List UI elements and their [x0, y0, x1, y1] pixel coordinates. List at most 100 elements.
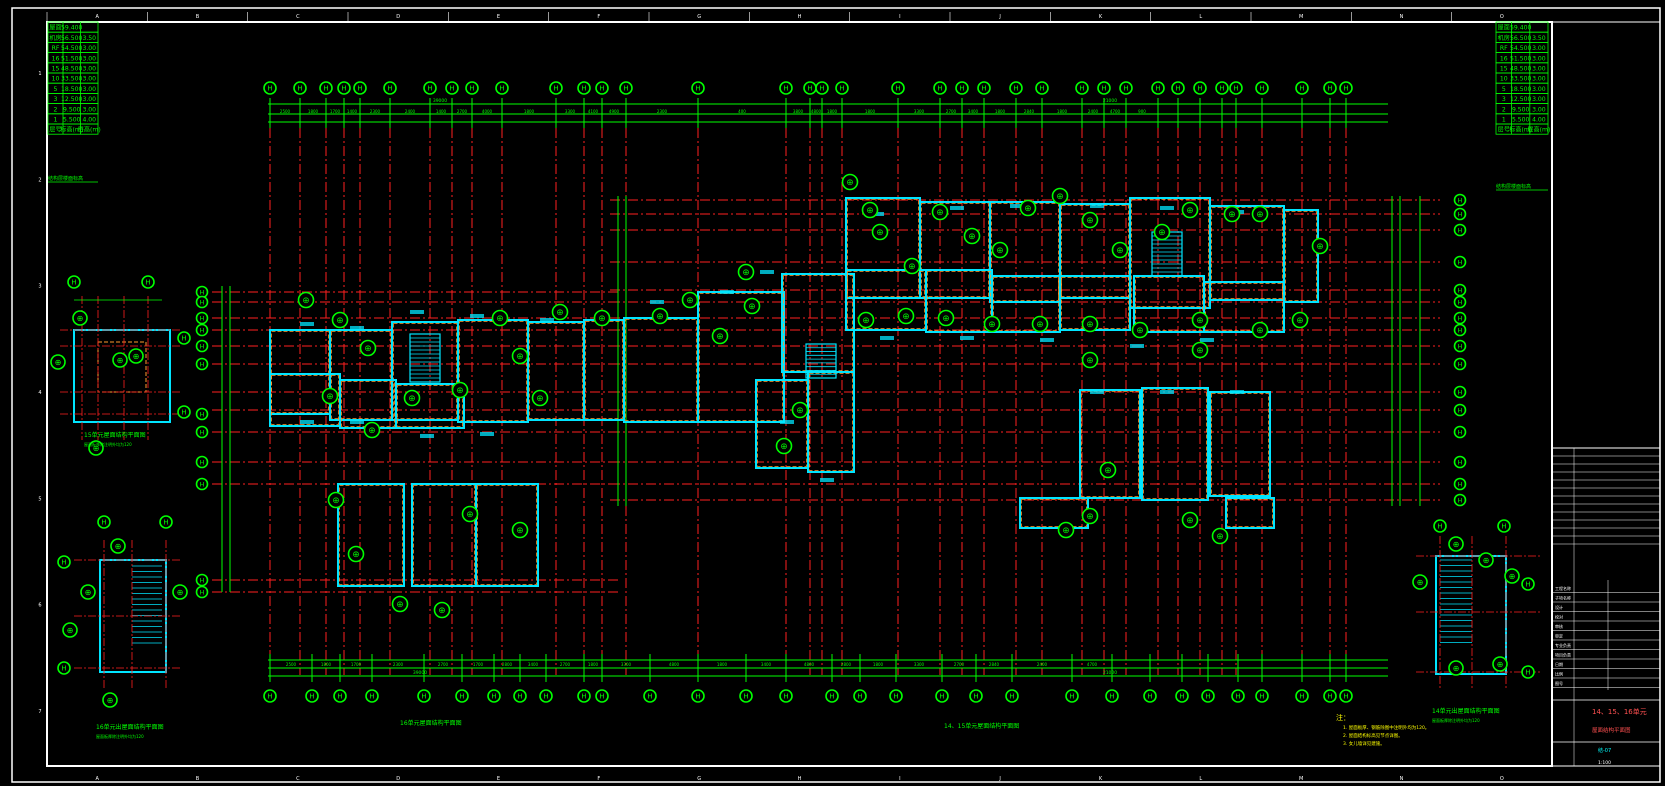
small-plan-section-label: ⊕ [67, 626, 74, 635]
section-marker-label: ⊕ [352, 550, 359, 560]
room-wall [337, 483, 405, 587]
small-plan-bubble [177, 331, 191, 345]
member-label [880, 336, 894, 340]
section-marker-label: ⊕ [326, 392, 333, 402]
small-plan-section [1492, 656, 1508, 672]
ruler-side-number: 6 [38, 603, 41, 609]
section-marker [363, 421, 381, 439]
member-label [350, 420, 364, 424]
table-cell: 4.00 [82, 116, 96, 123]
ruler-top-letter: G [697, 14, 701, 20]
section-marker-label: ⊕ [876, 228, 883, 238]
section-marker [511, 521, 529, 539]
grid-bubble-top-label: H [895, 85, 900, 93]
small-plan-bubble [1497, 519, 1511, 533]
grid-bubble-bottom-label: H [973, 693, 978, 701]
grid-bubble-top-label: H [1259, 85, 1264, 93]
room-wall [1209, 205, 1285, 301]
section-marker-label: ⊕ [1158, 228, 1165, 238]
section-marker [991, 241, 1009, 259]
table-cell: 48.500 [61, 65, 82, 72]
notes-line-1: 1. 屋面板厚、钢筋除图中注明外均为120。 [1343, 724, 1429, 731]
grid-bubble-right [1453, 425, 1467, 439]
dim-text-bottom: 2300 [393, 662, 404, 667]
small-plan-section-label: ⊕ [117, 356, 124, 365]
grid-bubble-bottom [969, 689, 983, 703]
grid-bubble-bottom-label: H [1009, 693, 1014, 701]
grid-bubble-top [1193, 81, 1207, 95]
table-cell: 3.00 [82, 45, 96, 52]
title-block-sheet-no: 结-07 [1598, 747, 1611, 754]
grid-bubble-bottom-label: H [1235, 693, 1240, 701]
grid-bubble-right [1453, 385, 1467, 399]
section-marker [461, 505, 479, 523]
section-marker-label: ⊕ [536, 394, 543, 404]
table-row [47, 123, 99, 135]
grid-bubble-top [1009, 81, 1023, 95]
title-block-label: 子项名称 [1555, 595, 1571, 601]
grid-bubble-bottom-label: H [1343, 693, 1348, 701]
small-plan-bubble [57, 661, 71, 675]
ruler-top-letter: B [196, 14, 200, 20]
caption-small-right: 14单元出屋面结构平面图 [1432, 707, 1500, 715]
grid-bubble-top [383, 81, 397, 95]
grid-bubble-bottom [305, 689, 319, 703]
room-wall [623, 317, 699, 423]
section-marker [321, 387, 339, 405]
grid-bubble-left-label: H [200, 411, 205, 418]
section-marker [531, 389, 549, 407]
grid-bubble-bottom [1339, 689, 1353, 703]
grid-bubble-top-label: H [267, 85, 272, 93]
ruler-side-number: 3 [38, 284, 41, 290]
grid-bubble-bottom [853, 689, 867, 703]
grid-bubble-top-label: H [427, 85, 432, 93]
ruler-bottom-letter: G [697, 776, 701, 782]
room-wall [411, 483, 477, 587]
room-beam [921, 203, 989, 297]
grid-bubble-bottom [263, 689, 277, 703]
section-marker-label: ⊕ [408, 394, 415, 404]
grid-bubble-bottom [455, 689, 469, 703]
title-block-label: 比例 [1555, 671, 1563, 677]
table-cell: RF [1500, 45, 1508, 52]
member-label [300, 420, 314, 424]
room-wall [1225, 497, 1275, 529]
grid-bubble-top-label: H [623, 85, 628, 93]
room-wall [807, 371, 855, 473]
dim-text-bottom: 4800 [669, 662, 680, 667]
grid-bubble-top [1035, 81, 1049, 95]
grid-bubble-top-label: H [341, 85, 346, 93]
section-marker-label: ⊕ [742, 268, 749, 278]
section-marker [593, 309, 611, 327]
grid-bubble-right [1453, 339, 1467, 353]
dim-text-bottom: 2840 [989, 662, 1000, 667]
section-marker [403, 389, 421, 407]
section-marker [897, 307, 915, 325]
member-label [1200, 338, 1214, 342]
room-beam [1211, 207, 1283, 299]
section-marker [903, 257, 921, 275]
section-marker [1223, 205, 1241, 223]
grid-bubble-right-label: H [1458, 459, 1463, 466]
small-plan-bubble [1521, 577, 1535, 591]
small-plan-bubble [1521, 665, 1535, 679]
room-beam [339, 485, 403, 585]
room-beam [1205, 283, 1283, 331]
room-beam [477, 485, 537, 585]
small-plan-wall [73, 329, 171, 423]
grid-bubble-top-label: H [469, 85, 474, 93]
section-marker-label: ⊕ [996, 246, 1003, 256]
section-marker [871, 223, 889, 241]
section-marker-label: ⊕ [716, 332, 723, 342]
grid-bubble-bottom-label: H [1179, 693, 1184, 701]
dim-text-top: 2300 [657, 109, 668, 114]
section-marker-label: ⊕ [968, 232, 975, 242]
grid-bubble-top-label: H [387, 85, 392, 93]
member-label [1230, 390, 1244, 394]
section-marker-label: ⊕ [686, 296, 693, 306]
member-label [300, 322, 314, 326]
table-caption: 结构层楼面标高 [48, 175, 83, 182]
room-beam [625, 319, 697, 421]
small-plan-section [1478, 552, 1494, 568]
